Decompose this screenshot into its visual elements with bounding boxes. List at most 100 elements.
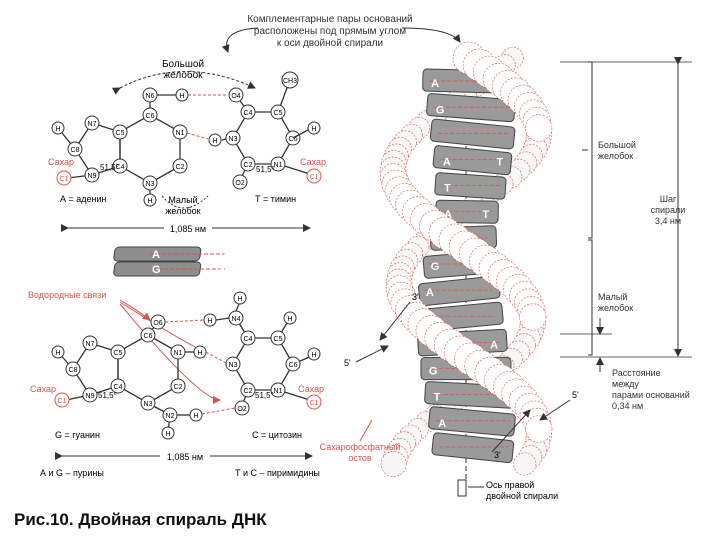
atom-c6t: C6 [289,136,298,143]
rise-label-3: парами оснований [612,390,690,400]
figure-caption: Рис.10. Двойная спираль ДНК [14,510,267,530]
atom-h-n4-b: H [207,318,212,325]
pitch-label-2: спирали [651,205,686,215]
major-groove-right-2: желобок [598,151,633,161]
mini-pair-at: A T [113,247,229,261]
atom-c5c: C5 [274,336,283,343]
helix-pair-right-base: T [482,209,489,221]
axis-label-2: двойной спирали [486,491,558,501]
helix-pair [430,119,515,150]
atom-c4t: C4 [244,110,253,117]
helix-pair-left-base: G [431,261,440,273]
gc-pair-diagram: Водородные связи O6 C6 C5 N7 C8 H N9 C4 … [28,290,324,478]
helix-pair-left-base: T [434,392,441,404]
axis-label-1: Ось правой [486,480,534,490]
atom-c2t: C2 [244,162,253,169]
atom-o6: O6 [153,320,162,327]
helix-pair-right-base: A [490,339,498,351]
gc-angle-left: 51,5° [98,391,117,400]
gc-sugar-left: Сахар [30,384,56,394]
atom-n9: N9 [88,173,97,180]
at-major-groove-label-1: Большой [162,59,204,70]
end-label-5-left: 5' [344,358,351,368]
atom-n3: N3 [146,181,155,188]
gc-hbond-2 [206,352,226,363]
gc-hbond-1 [165,320,204,322]
gc-distance-label: 1,085 нм [167,452,203,462]
adenine-name: А = аденин [60,194,107,204]
backbone-atom-s1 [525,115,552,142]
atom-c4g: C4 [114,384,123,391]
minor-groove-right-2: желобок [598,303,633,313]
gc-angle-right: 51,5° [255,391,274,400]
atom-c2: C2 [176,164,185,171]
atom-h-n1g: H [197,350,202,357]
atom-c8g: C8 [69,367,78,374]
atom-n7: N7 [88,121,97,128]
at-sugar-left: Сахар [48,157,74,167]
top-note: Комплементарные пары оснований расположе… [247,14,412,49]
atom-n2g: N2 [166,413,175,420]
backbone-label-2: остов [348,453,372,463]
helix-pair [432,432,514,462]
atom-c6: C6 [146,113,155,120]
backbone-atom-s2 [381,451,406,476]
at-distance-label: 1,085 нм [170,224,206,234]
backbone-pointer [360,420,372,441]
legend-pyrimidines: Т и С – пиримидины [235,468,320,478]
legend-purines: А и G – пурины [40,468,104,478]
helix-pair: A [428,406,515,436]
at-pair-diagram: Большой желобок N7 C5 C6 N6 N1 C2 N3 C4 … [48,59,326,234]
top-note-line-2: расположены под прямым углом [254,26,406,37]
atom-o2: O2 [235,180,244,187]
at-angle-right: 51,5° [256,165,275,174]
at-major-groove-label-2: желобок [163,69,203,81]
backbone-atom-s2 [520,304,546,330]
top-note-line-1: Комплементарные пары оснований [247,14,412,25]
major-groove-right-1: Большой [598,140,636,150]
atom-n1c: N1 [274,388,283,395]
cytosine-name: С = цитозин [252,430,302,440]
backbone-label-1: Сахарофосфатный [320,442,401,452]
atom-c1t: C1 [310,174,319,181]
helix-pair-left-base: A [438,418,446,430]
rise-label-1: Расстояние [612,368,661,378]
atom-n7g: N7 [86,341,95,348]
atom-c6c: C6 [289,362,298,369]
at-minor-groove-label-1: Малый [168,195,197,205]
mini-pairs: A T G C [113,247,229,276]
end-label-3-top: 3' [412,292,419,302]
double-helix: ATGATTATGCAGAGCTA 3' 5' 5' 3' Сахарофосф… [320,42,579,501]
atom-c5g: C5 [114,350,123,357]
gc-hbond-3 [202,408,235,414]
atom-c5t: C5 [274,110,283,117]
atom-c4c: C4 [244,336,253,343]
right-labels: Большой желобок Шаг спирали 3,4 нм Малый… [598,140,690,411]
end-label-3-bottom: 3' [494,450,501,460]
end-arrow-5 [356,346,388,362]
atom-c1: C1 [60,176,69,183]
minor-groove-right-1: Малый [598,292,627,302]
helix-pair-left-base: A [426,287,434,299]
top-note-line-3: к оси двойной спирали [277,38,383,49]
pitch-label-1: Шаг [660,194,677,204]
gc-sugar-right: Сахар [298,384,324,394]
top-note-arrow-right [402,28,460,42]
atom-h-n2g-b: H [165,431,170,438]
atom-o2c: O2 [237,406,246,413]
atom-n9g: N9 [86,393,95,400]
rise-label-4: 0,34 нм [612,401,643,411]
mini-pair-gc: G C [113,262,228,276]
guanine-rings [58,322,178,432]
atom-h-n6: H [179,93,184,100]
minor-groove-bracket [588,240,592,355]
helix-pair-left-base: T [444,183,451,195]
atom-h-c8: H [55,126,60,133]
atom-n3t: N3 [229,136,238,143]
atom-h-c2: H [147,198,152,205]
atom-c2g: C2 [174,384,183,391]
pitch-label-3: 3,4 нм [655,216,681,226]
hbond-label: Водородные связи [28,290,106,300]
